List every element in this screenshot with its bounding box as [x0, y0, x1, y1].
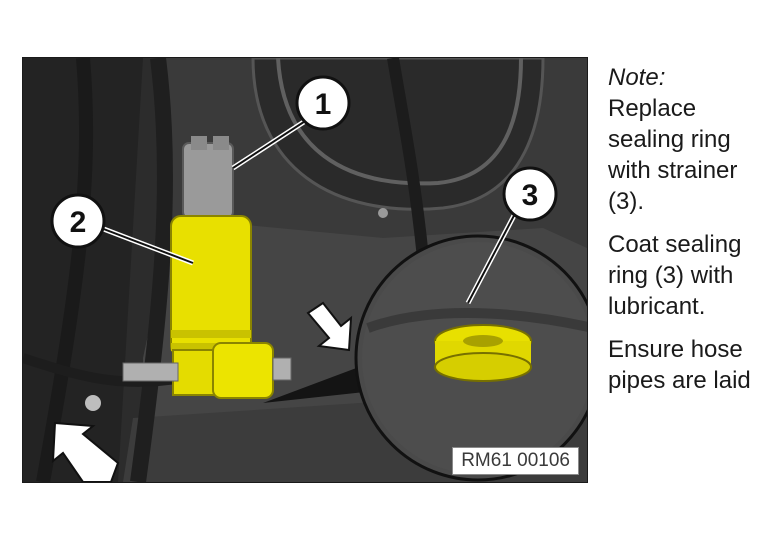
- callout-1: 1: [295, 75, 351, 131]
- note-text: Replace sealing ring with strainer (3).: [608, 95, 738, 215]
- illustration-canvas: 1 2 3: [23, 58, 587, 482]
- arrow-icon: [51, 421, 120, 482]
- callout-2-label: 2: [70, 206, 87, 239]
- instruction-text: Note: Replace sealing ring with strainer…: [608, 62, 776, 408]
- step-coat: Coat sealing ring (3) with lubricant.: [608, 231, 742, 320]
- arrow-icon: [306, 301, 353, 352]
- callout-3-label: 3: [522, 179, 539, 212]
- callout-1-label: 1: [315, 88, 332, 121]
- note-label: Note:: [608, 64, 666, 91]
- step-ensure: Ensure hose pipes are laid: [608, 336, 751, 394]
- callout-3: 3: [502, 166, 558, 222]
- callout-2: 2: [50, 193, 106, 249]
- technical-illustration: 1 2 3 RM61 00106: [22, 57, 588, 483]
- note-paragraph: Note: Replace sealing ring with strainer…: [608, 62, 776, 217]
- reference-code: RM61 00106: [452, 447, 579, 475]
